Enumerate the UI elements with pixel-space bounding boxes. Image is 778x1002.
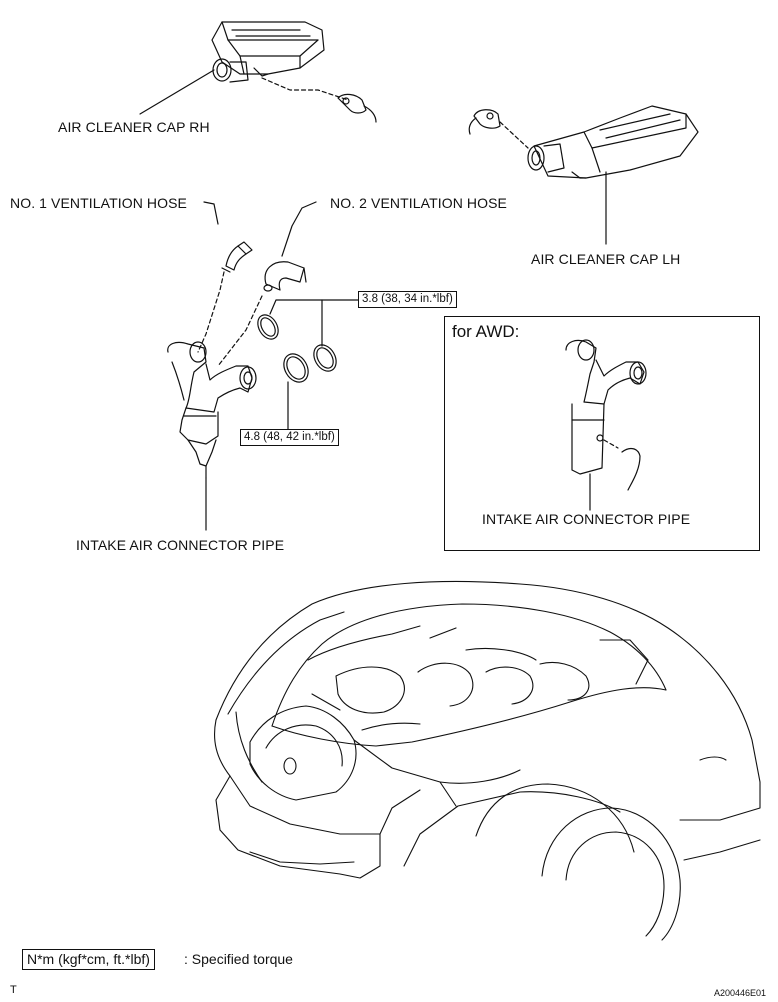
no1-hose-leader-line bbox=[203, 201, 219, 225]
label-no2-ventilation-hose: NO. 2 VENTILATION HOSE bbox=[330, 195, 507, 211]
awd-intake-air-connector-pipe-label: INTAKE AIR CONNECTOR PIPE bbox=[482, 511, 691, 527]
label-no1-ventilation-hose: NO. 1 VENTILATION HOSE bbox=[10, 195, 187, 211]
awd-inset-frame bbox=[444, 316, 760, 551]
awd-intake-pipe-drawing bbox=[565, 339, 647, 475]
legend-unit-box: N*m (kgf*cm, ft.*lbf) bbox=[22, 949, 155, 970]
upper-torque-leader bbox=[269, 299, 361, 315]
label-air-cleaner-cap-rh: AIR CLEANER CAP RH bbox=[58, 119, 210, 135]
corner-mark-left: T bbox=[10, 984, 17, 996]
air-cleaner-cap-rh-drawing bbox=[211, 21, 325, 83]
upper-clamp-right-drawing bbox=[313, 344, 337, 372]
corner-mark-right: A200446E01 bbox=[714, 988, 767, 998]
awd-hose-guide bbox=[603, 439, 619, 449]
no1-ventilation-hose-drawing bbox=[221, 241, 253, 273]
no2-hose-guide bbox=[217, 295, 263, 367]
cap-rh-hose-guide bbox=[261, 77, 349, 101]
car-front-illustration bbox=[213, 580, 761, 941]
label-air-cleaner-cap-lh: AIR CLEANER CAP LH bbox=[531, 251, 681, 267]
no1-hose-guide bbox=[197, 271, 225, 353]
no2-hose-leader-line bbox=[281, 201, 317, 257]
upper-clamp-left-drawing bbox=[257, 314, 279, 340]
cap-lh-hose-fitting bbox=[468, 109, 501, 135]
air-cleaner-cap-lh-drawing bbox=[527, 105, 699, 179]
cap-rh-hose-fitting bbox=[337, 93, 377, 123]
intake-air-connector-pipe-drawing bbox=[167, 341, 257, 479]
torque-upper-clamp: 3.8 (38, 34 in.*lbf) bbox=[358, 291, 457, 308]
torque-lower-clamp: 4.8 (48, 42 in.*lbf) bbox=[240, 429, 339, 446]
cap-rh-leader-line bbox=[139, 69, 215, 115]
lower-clamp-drawing bbox=[283, 353, 309, 383]
no2-ventilation-hose-drawing bbox=[263, 261, 307, 292]
cap-lh-hose-guide bbox=[499, 121, 529, 149]
awd-hose-drawing bbox=[621, 447, 641, 491]
legend-description: : Specified torque bbox=[184, 951, 293, 967]
label-intake-air-connector-pipe: INTAKE AIR CONNECTOR PIPE bbox=[76, 537, 285, 553]
awd-inset-title: for AWD: bbox=[452, 322, 520, 341]
